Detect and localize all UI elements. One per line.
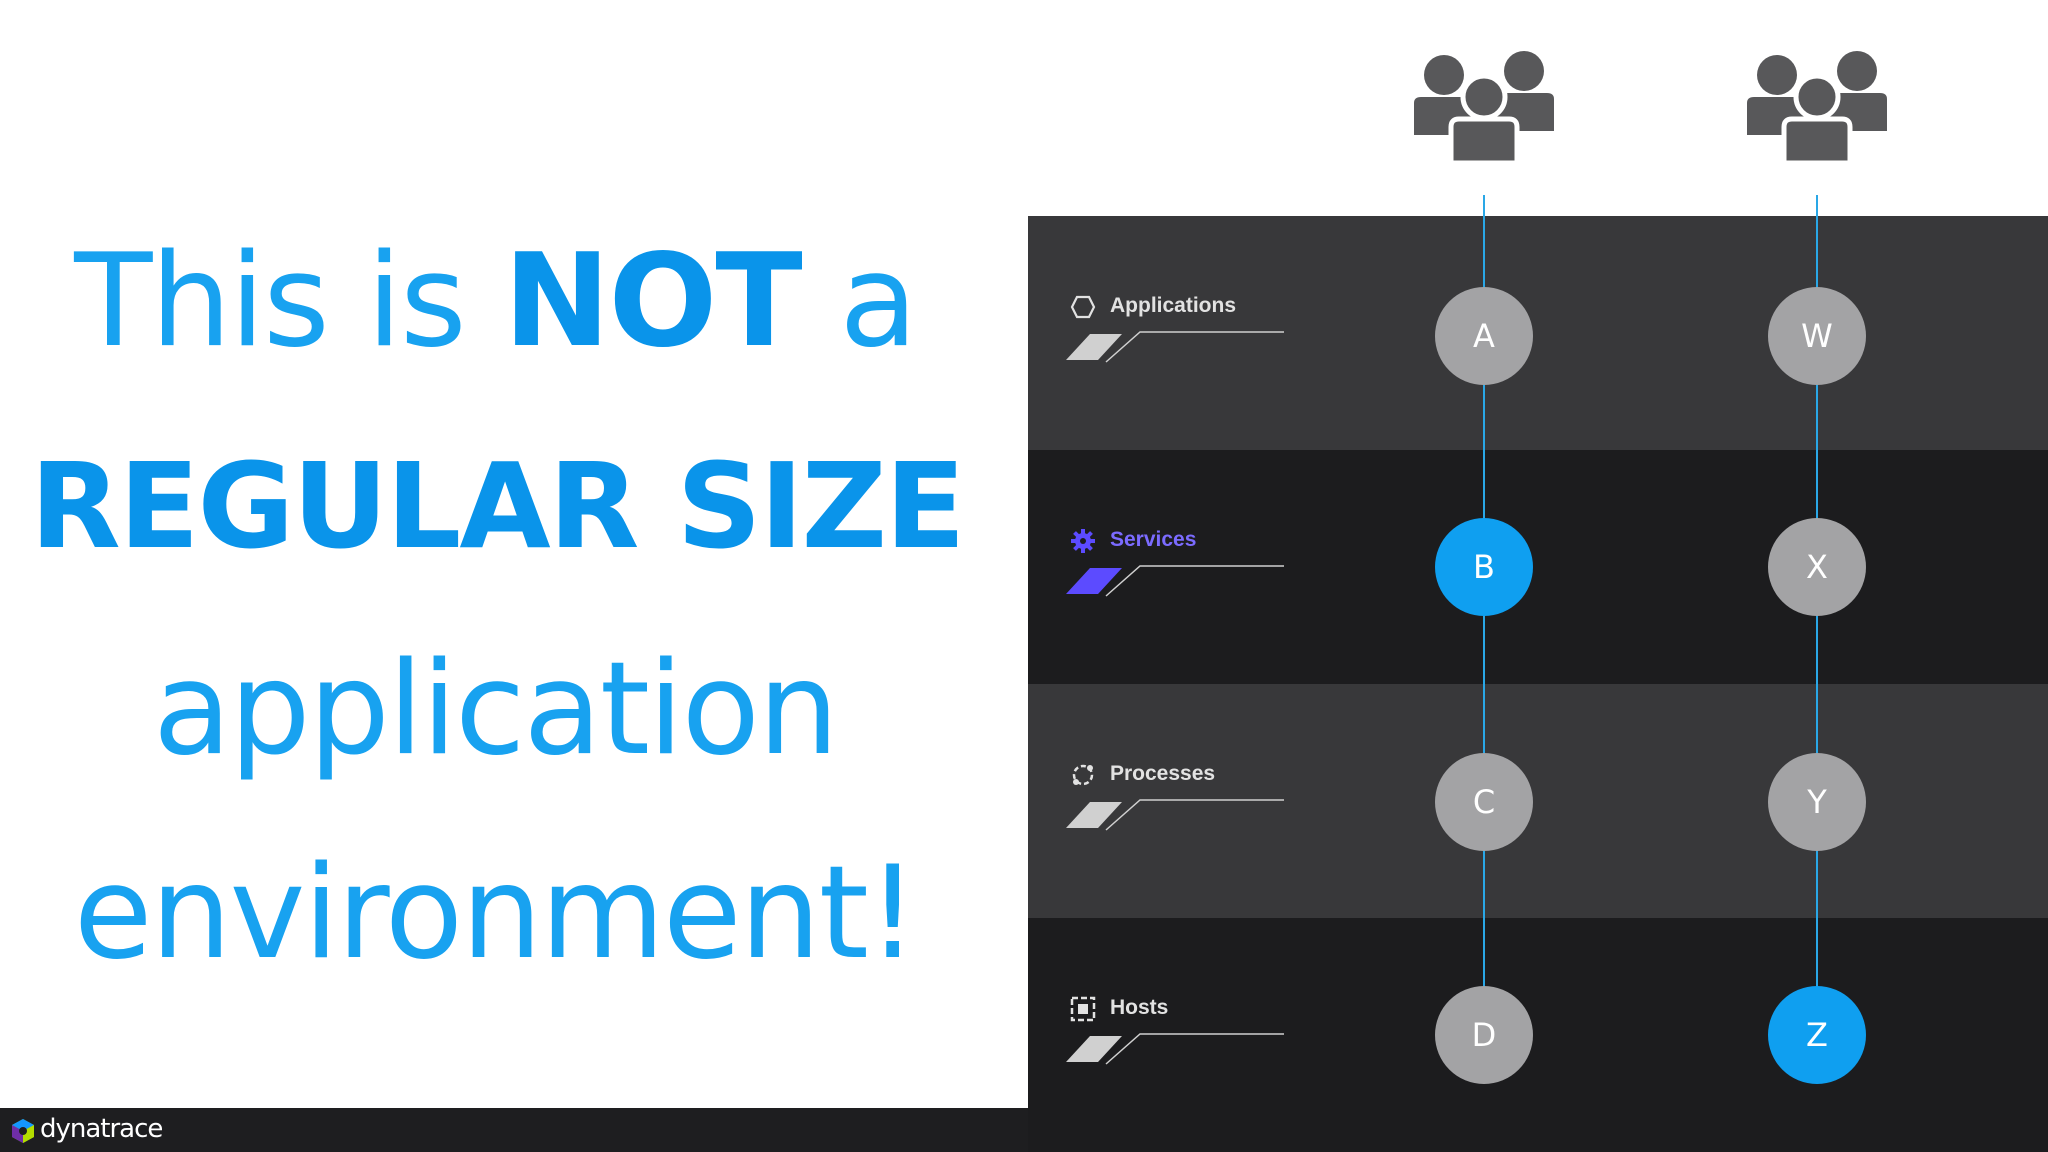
layer-band-services: Services (1028, 450, 2048, 684)
hexagon-outline-icon (1070, 295, 1096, 319)
node-circle-highlighted[interactable]: Z (1768, 986, 1866, 1084)
process-ring-icon (1072, 764, 1094, 786)
layer-label-services: Services (1110, 528, 1197, 551)
headline-emphasis-not: NOT (503, 227, 802, 376)
headline-line-1: This is NOT a (30, 200, 960, 404)
node-circle[interactable]: W (1768, 287, 1866, 385)
layer-label-hosts: Hosts (1110, 996, 1169, 1019)
column-connector-line (1816, 195, 1818, 216)
column-connector-line (1816, 216, 1818, 1036)
layer-band-applications: Applications (1028, 216, 2048, 450)
node-circle[interactable]: C (1435, 753, 1533, 851)
footer-bar: dynatrace (0, 1108, 1028, 1152)
host-box-icon (1070, 996, 1096, 1022)
headline-text-a: a (800, 227, 917, 376)
node-circle[interactable]: A (1435, 287, 1533, 385)
headline-text-this-is: This is (74, 227, 504, 376)
node-circle[interactable]: D (1435, 986, 1533, 1084)
layer-band-hosts: Hosts (1028, 918, 2048, 1152)
column-connector-line (1483, 195, 1485, 216)
layer-underline-decoration (1066, 799, 1284, 831)
headline: This is NOT a REGULAR SIZE application e… (30, 200, 966, 1016)
node-circle[interactable]: X (1768, 518, 1866, 616)
gear-icon (1071, 529, 1095, 553)
user-group-icon (1747, 51, 1887, 165)
dynatrace-logo-icon (12, 1119, 34, 1143)
column-connector-line (1483, 216, 1485, 1036)
headline-line-4: environment! (73, 839, 919, 988)
brand-name: dynatrace (40, 1114, 163, 1144)
node-circle[interactable]: Y (1768, 753, 1866, 851)
user-group-icon (1414, 51, 1554, 165)
headline-line-3: application (152, 635, 839, 784)
layer-underline-decoration (1066, 565, 1284, 597)
layer-underline-decoration (1066, 1033, 1284, 1065)
layer-band-processes: Processes (1028, 684, 2048, 918)
layer-stack-diagram: Applications Services (1028, 216, 2048, 1152)
layer-underline-decoration (1066, 331, 1284, 363)
layer-label-processes: Processes (1110, 762, 1216, 785)
layer-label-applications: Applications (1110, 294, 1237, 317)
node-circle-highlighted[interactable]: B (1435, 518, 1533, 616)
headline-line-2: REGULAR SIZE (30, 437, 966, 575)
